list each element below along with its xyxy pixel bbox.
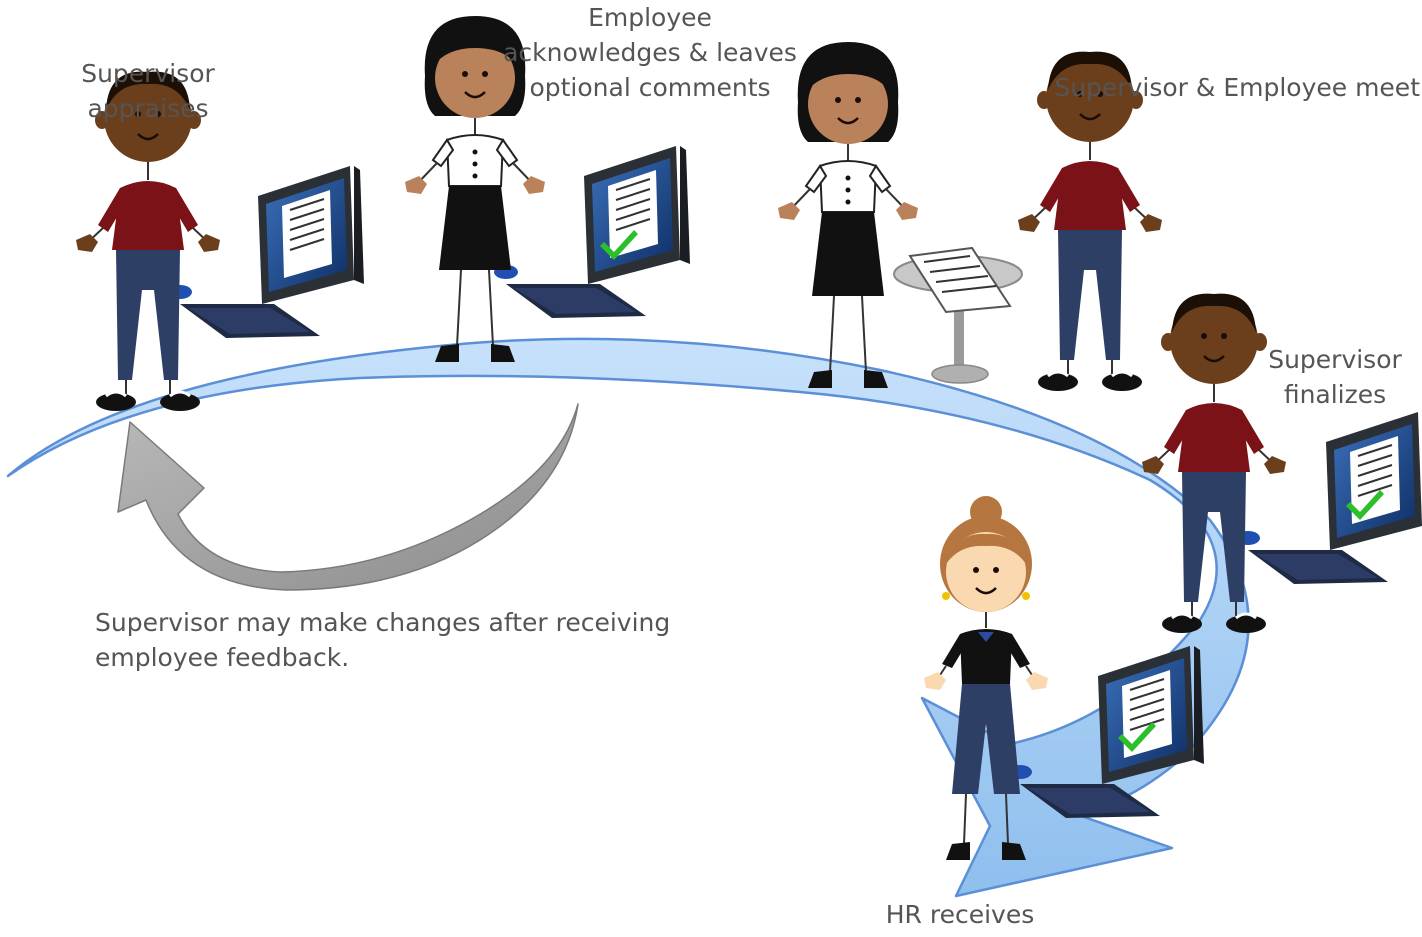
computer-icon xyxy=(1007,645,1205,819)
label-line: acknowledges & leaves xyxy=(503,38,797,67)
label-line: employee feedback. xyxy=(95,643,350,672)
feedback-note-label: Supervisor may make changes after receiv… xyxy=(95,605,795,675)
label-line: Supervisor xyxy=(1268,345,1402,374)
label-line: HR receives xyxy=(885,900,1035,929)
label-line: optional comments xyxy=(529,73,771,102)
label-line: Supervisor & Employee meet xyxy=(1054,73,1420,102)
label-line: Employee xyxy=(588,3,712,32)
step-employee-acknowledges-label: Employee acknowledges & leaves optional … xyxy=(430,0,870,105)
computer-icon xyxy=(167,165,365,339)
step-supervisor-finalizes-label: Supervisor finalizes xyxy=(1250,342,1420,412)
feedback-loop-arrow xyxy=(117,403,579,591)
label-line: finalizes xyxy=(1283,380,1387,409)
computer-icon xyxy=(493,145,691,319)
document-stand-icon xyxy=(893,246,1023,384)
step-hr-receives-label: HR receives xyxy=(855,897,1065,932)
flow-path xyxy=(6,337,1250,898)
step-supervisor-appraises-label: Supervisor appraises xyxy=(30,56,266,126)
label-line: appraises xyxy=(87,94,209,123)
step-meet-label: Supervisor & Employee meet xyxy=(1000,70,1420,105)
computer-icon xyxy=(1235,411,1422,585)
label-line: Supervisor may make changes after receiv… xyxy=(95,608,671,637)
label-line: Supervisor xyxy=(81,59,215,88)
